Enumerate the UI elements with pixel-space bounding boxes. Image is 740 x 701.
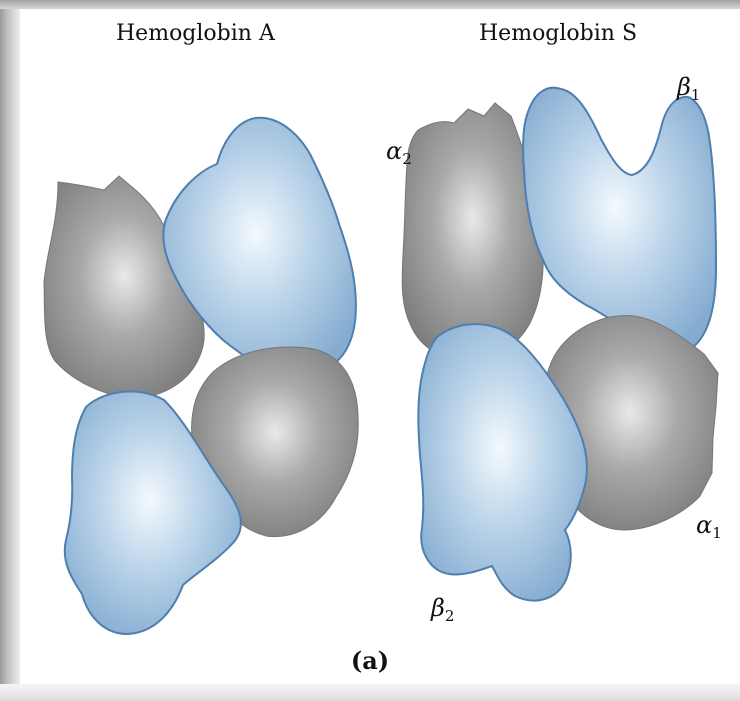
alpha1-index: 1: [712, 524, 722, 542]
beta1-label: β1: [677, 75, 700, 103]
hemoglobin-s-beta1: [522, 86, 718, 355]
alpha1-symbol: α: [696, 511, 713, 539]
figure-caption: (a): [350, 646, 390, 675]
beta2-symbol: β: [431, 594, 445, 622]
hemoglobin-a-beta-upper: [162, 116, 357, 378]
top-frame-edge: [0, 0, 740, 9]
alpha1-label: α1: [696, 513, 722, 541]
alpha2-symbol: α: [386, 137, 403, 165]
beta1-symbol: β: [677, 73, 691, 101]
hemoglobin-s-beta2: [417, 323, 588, 602]
hemoglobin-s-alpha2: [401, 102, 544, 361]
hemoglobin-a-beta-lower: [63, 390, 242, 636]
beta2-index: 2: [444, 607, 455, 625]
hemoglobin-s-molecule: [401, 86, 719, 602]
hemoglobin-s-title: Hemoglobin S: [479, 21, 638, 46]
hemoglobin-a-molecule: [43, 116, 359, 636]
hemoglobin-a-alpha-lower: [191, 346, 359, 538]
alpha2-label: α2: [386, 139, 412, 167]
alpha2-index: 2: [402, 150, 412, 168]
beta2-label: β2: [431, 596, 454, 624]
left-frame-edge: [0, 0, 20, 701]
bottom-frame-edge: [0, 684, 740, 701]
beta1-index: 1: [690, 86, 701, 104]
hemoglobin-a-title: Hemoglobin A: [116, 21, 275, 46]
